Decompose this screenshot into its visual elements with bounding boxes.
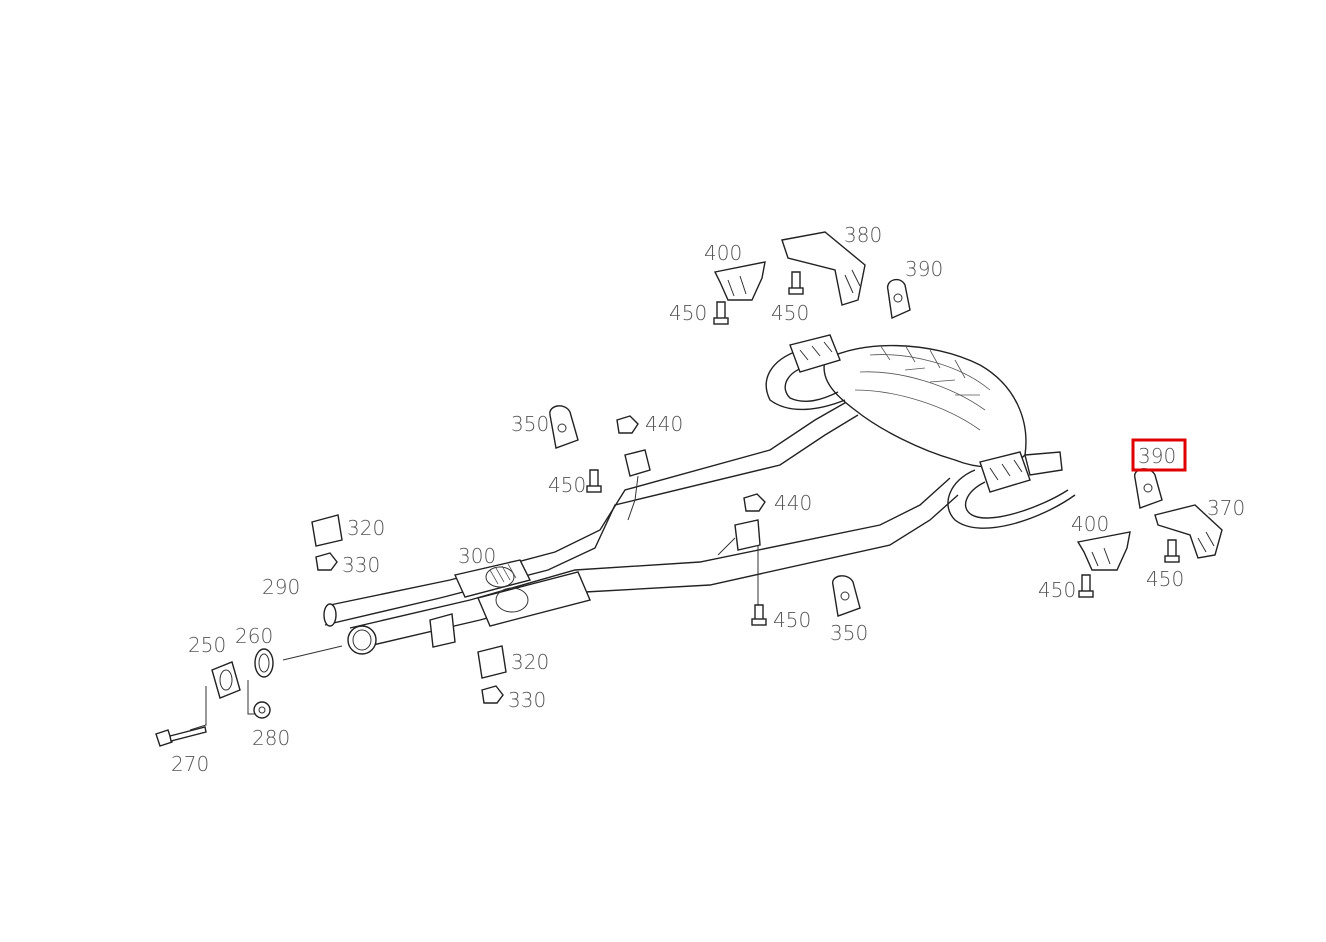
- callout-320-upper[interactable]: 320: [347, 516, 385, 540]
- callout-320-lower[interactable]: 320: [511, 650, 549, 674]
- callout-440-a[interactable]: 440: [645, 412, 683, 436]
- callout-280[interactable]: 280: [252, 726, 290, 750]
- rubber-mount-400-top: [713, 261, 766, 301]
- callout-450-a[interactable]: 450: [669, 301, 707, 325]
- callout-labels: 400 380 390 450 450 350 440 450 440 390 …: [171, 223, 1245, 776]
- callout-390-top[interactable]: 390: [905, 257, 943, 281]
- callout-350-right[interactable]: 350: [830, 621, 868, 645]
- callout-290[interactable]: 290: [262, 575, 300, 599]
- callout-390-highlighted[interactable]: 390: [1138, 444, 1176, 468]
- callout-400-top[interactable]: 400: [704, 241, 742, 265]
- callout-370[interactable]: 370: [1207, 496, 1245, 520]
- rubber-hanger-390-top: [886, 278, 911, 320]
- flange-parts: [155, 645, 343, 747]
- callout-270[interactable]: 270: [171, 752, 209, 776]
- callout-350-left[interactable]: 350: [511, 412, 549, 436]
- rubber-mount-400-right: [1076, 531, 1131, 571]
- callout-450-f[interactable]: 450: [773, 608, 811, 632]
- callout-250[interactable]: 250: [188, 633, 226, 657]
- callout-260[interactable]: 260: [235, 624, 273, 648]
- clamp-320-330-upper: [311, 514, 343, 571]
- exhaust-pipes: [323, 399, 959, 655]
- pipe-brackets: [429, 449, 761, 648]
- nuts-440: [616, 415, 766, 512]
- callout-300[interactable]: 300: [458, 544, 496, 568]
- rubber-hanger-390-right: [1134, 468, 1163, 509]
- callout-330-upper[interactable]: 330: [342, 553, 380, 577]
- callout-450-e[interactable]: 450: [1146, 567, 1184, 591]
- callout-450-b[interactable]: 450: [771, 301, 809, 325]
- callout-450-c[interactable]: 450: [548, 473, 586, 497]
- rear-muffler: [765, 334, 1076, 529]
- callout-330-lower[interactable]: 330: [508, 688, 546, 712]
- callout-440-b[interactable]: 440: [774, 491, 812, 515]
- callout-400-right[interactable]: 400: [1071, 512, 1109, 536]
- rubber-hanger-350-right: [832, 575, 861, 617]
- rubber-hanger-350-left: [549, 405, 579, 449]
- highlight-box: [1131, 438, 1187, 472]
- clamp-320-330-lower: [477, 645, 507, 704]
- callout-380[interactable]: 380: [844, 223, 882, 247]
- bracket-370: [1154, 504, 1223, 559]
- callout-450-d[interactable]: 450: [1038, 578, 1076, 602]
- bracket-380: [781, 231, 866, 306]
- bolts-450: [586, 271, 1180, 626]
